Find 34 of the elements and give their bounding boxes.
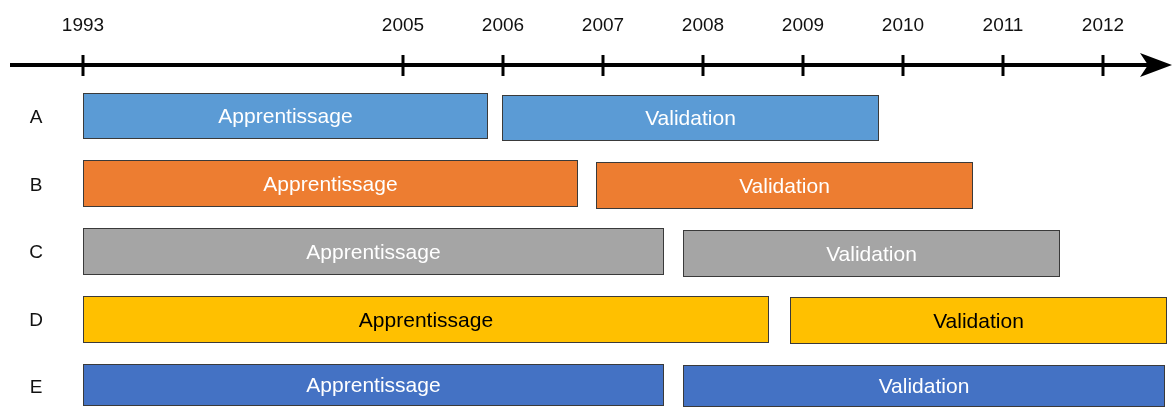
phase-label: Validation	[878, 374, 970, 398]
phase-label: Apprentissage	[263, 171, 398, 196]
phase-bar	[83, 93, 488, 139]
phase-bar	[502, 95, 879, 141]
year-label: 2012	[1081, 14, 1125, 36]
phase-bar	[683, 230, 1060, 277]
phase-bar	[790, 297, 1167, 344]
phase-bar	[683, 365, 1165, 407]
phase-bar	[83, 296, 769, 343]
year-label: 2008	[681, 14, 725, 36]
phase-bar	[83, 160, 578, 207]
year-label: 2010	[881, 14, 925, 36]
phase-label: Apprentissage	[218, 104, 353, 128]
phase-label: Apprentissage	[358, 307, 494, 332]
phase-label: Apprentissage	[306, 373, 441, 397]
row-label: B	[29, 174, 43, 196]
year-label: 1993	[61, 14, 105, 36]
row-label: A	[29, 106, 43, 128]
phase-bar	[596, 162, 973, 209]
phase-label: Validation	[933, 308, 1024, 333]
phase-label: Apprentissage	[306, 239, 441, 264]
year-label: 2007	[581, 14, 625, 36]
phase-bar	[83, 364, 664, 406]
year-label: 2005	[381, 14, 425, 36]
year-label: 2006	[481, 14, 525, 36]
row-label: E	[29, 376, 43, 398]
year-label: 2009	[781, 14, 825, 36]
phase-label: Validation	[826, 241, 917, 266]
phase-label: Validation	[739, 173, 830, 198]
row-label: D	[29, 309, 43, 331]
year-label: 2011	[982, 14, 1024, 36]
phase-label: Validation	[645, 106, 736, 130]
row-label: C	[29, 241, 43, 263]
phase-bar	[83, 228, 664, 275]
